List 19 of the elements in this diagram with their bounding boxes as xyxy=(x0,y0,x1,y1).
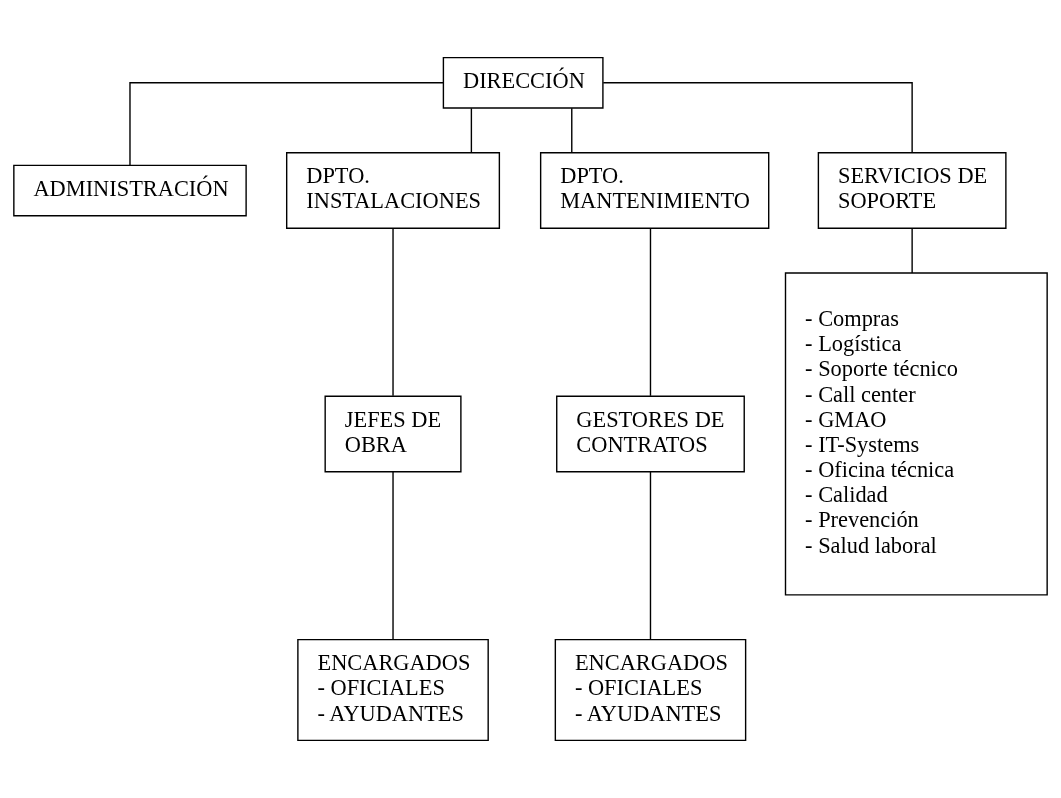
node-box: - Compras - Logística - Soporte técnico - Call center - GMAO - IT-Systems - Oficina técnica - Calidad - Prevención - Salud laboral xyxy=(784,272,1048,596)
connector xyxy=(470,107,473,154)
connector xyxy=(649,227,652,397)
node-box: ADMINISTRACIÓN xyxy=(13,164,247,217)
node-box: SERVICIOS DE SOPORTE xyxy=(817,152,1007,229)
node-box: DPTO. MANTENIMIENTO xyxy=(539,152,770,229)
connector xyxy=(392,471,394,640)
node-box: ENCARGADOS - OFICIALES - AYUDANTES xyxy=(554,638,747,742)
node-box: GESTORES DE CONTRATOS xyxy=(556,395,745,473)
connector xyxy=(571,107,573,154)
node-box: DPTO. INSTALACIONES xyxy=(286,152,501,229)
node-box: DIRECCIÓN xyxy=(442,56,604,109)
connector xyxy=(602,82,913,153)
node-box: ENCARGADOS - OFICIALES - AYUDANTES xyxy=(297,638,489,742)
connector xyxy=(649,471,652,640)
node-box: JEFES DE OBRA xyxy=(324,395,462,473)
connector xyxy=(392,227,394,397)
connector xyxy=(911,227,913,274)
connector xyxy=(129,82,444,166)
